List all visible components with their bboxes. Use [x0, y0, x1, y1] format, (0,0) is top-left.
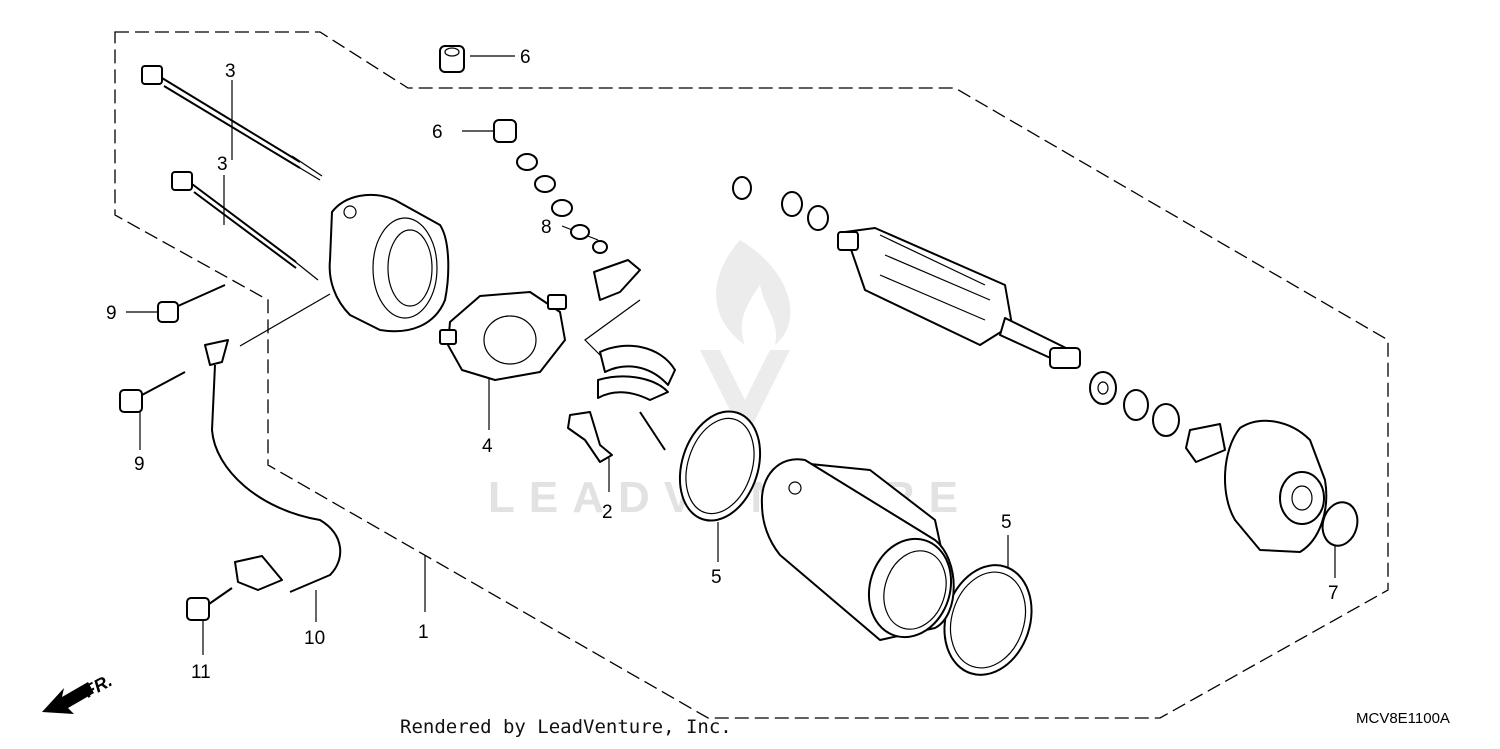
- front-direction-arrow: FR.: [42, 670, 115, 714]
- brush-holder: [439, 291, 567, 381]
- callouts: 1 2 3 3 4 5 5 6 6 7 8 9 9 10 11: [106, 47, 1339, 683]
- starter-cable: [204, 339, 342, 593]
- callout-10: 10: [304, 628, 325, 649]
- callout-5-right: 5: [1001, 512, 1012, 533]
- bolt-upper-left: [157, 284, 226, 323]
- callout-9-lower: 9: [134, 454, 145, 475]
- callout-11: 11: [191, 662, 211, 683]
- callout-7: 7: [1328, 583, 1339, 604]
- callout-6-lower: 6: [432, 122, 443, 143]
- shaft-washers: [1089, 371, 1226, 463]
- callout-4: 4: [482, 436, 493, 457]
- long-bolt-lower: [171, 171, 319, 281]
- bolt-lower-left: [119, 371, 186, 413]
- assembly-boundary: [114, 31, 1389, 719]
- long-bolt-upper: [141, 65, 323, 181]
- rear-cover: [328, 193, 450, 333]
- callout-5-left: 5: [711, 567, 722, 588]
- callout-9-upper: 9: [106, 303, 117, 324]
- motor-yoke: [760, 458, 955, 641]
- o-ring-left: [678, 410, 762, 522]
- diagram-code: MCV8E1100A: [1356, 710, 1450, 727]
- front-cover: [1223, 419, 1328, 553]
- nut-stack: [493, 119, 608, 254]
- callout-3-upper: 3: [225, 61, 236, 82]
- bolt-cable-clamp: [186, 587, 233, 621]
- callout-3-lower: 3: [217, 154, 228, 175]
- callout-1: 1: [418, 622, 429, 643]
- armature: [732, 176, 1081, 369]
- nut-upper: [439, 45, 465, 73]
- callout-8: 8: [541, 217, 552, 238]
- o-ring-small: [1321, 501, 1359, 547]
- brush-set: [567, 259, 676, 463]
- callout-2: 2: [602, 502, 613, 523]
- render-credit: Rendered by LeadVenture, Inc.: [400, 716, 732, 738]
- callout-6-upper: 6: [520, 47, 531, 68]
